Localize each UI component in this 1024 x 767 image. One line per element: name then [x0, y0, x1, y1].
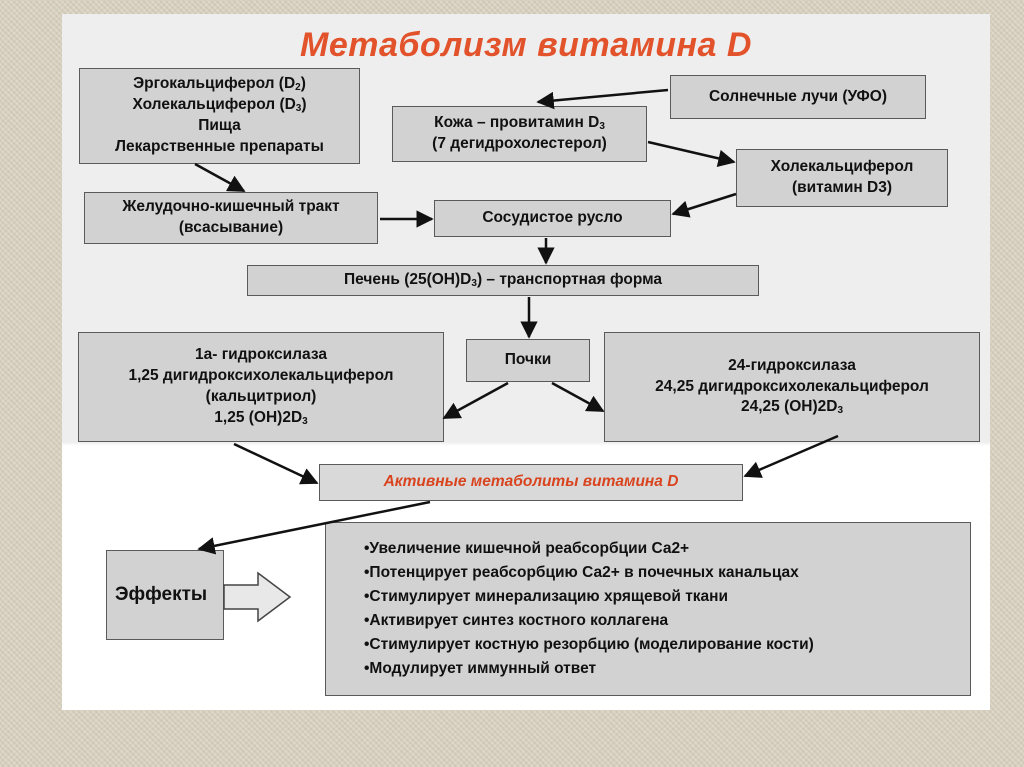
arrow-1a-to-active [233, 442, 319, 485]
gi-tract-box: Желудочно-кишечный тракт (всасывание) [84, 192, 378, 244]
gi-tract-line-name: Желудочно-кишечный тракт [122, 198, 340, 216]
flow-arrows [194, 88, 839, 623]
effect-item-intestinal-reabsorption: •Увеличение кишечной реабсорбции Са2+ [364, 539, 690, 557]
active-metabolites-label: Активные метаболиты витамина D [383, 473, 679, 491]
arrow-sun-to-skin [536, 88, 669, 110]
bloodstream-box: Сосудистое русло [434, 200, 671, 237]
arrow-sources-to-gi [194, 162, 246, 193]
slide: Метаболизм витамина D Эргокальциферол (D… [62, 14, 990, 710]
sources-box: Эргокальциферол (D2) Холекальциферол (D3… [79, 68, 360, 164]
sun-label: Солнечные лучи (УФО) [708, 87, 887, 105]
hydroxylase-24-line-enzyme: 24-гидроксилаза [728, 356, 856, 374]
skin-line-provitamin: Кожа – провитамин D3 [434, 114, 605, 133]
arrow-kidneys-to-24 [551, 381, 605, 413]
gi-tract-line-absorption: (всасывание) [178, 219, 284, 236]
hydroxylase-1a-line-calcitriol: (кальцитриол) [205, 388, 317, 405]
hydroxylase-24-line-compound: 24,25 дигидроксихолекальциферол [655, 377, 929, 395]
effect-item-immune-response: •Модулирует иммунный ответ [364, 660, 597, 678]
hydroxylase-1a-line-enzyme: 1а- гидроксилаза [195, 346, 327, 364]
liver-label: Печень (25(OH)D3) – транспортная форма [344, 271, 662, 290]
arrow-24-to-active [743, 434, 839, 478]
hydroxylase-1a-line-formula: 1,25 (ОН)2D3 [214, 408, 308, 427]
hydroxylase-24-line-formula: 24,25 (ОН)2D3 [740, 398, 844, 417]
kidneys-box: Почки [466, 339, 590, 382]
sources-line-ergocalciferol: Эргокальциферол (D2) [133, 75, 306, 94]
hydroxylase-24-box: 24-гидроксилаза 24,25 дигидроксихолекаль… [604, 332, 980, 442]
active-metabolites-box: Активные метаболиты витамина D [319, 464, 743, 501]
arrow-kidneys-to-1a [442, 381, 509, 420]
kidneys-label: Почки [504, 351, 552, 369]
effect-item-cartilage-mineralization: •Стимулирует минерализацию хрящевой ткан… [364, 587, 729, 605]
cholecalciferol-line-vitamin: (витамин D3) [791, 179, 893, 196]
hydroxylase-1a-box: 1а- гидроксилаза 1,25 дигидроксихолекаль… [78, 332, 444, 442]
arrow-active-to-effects [197, 500, 431, 555]
arrow-skin-to-cholecalciferol [647, 140, 736, 167]
sources-line-drugs: Лекарственные препараты [115, 137, 324, 155]
block-arrow-effects-to-list [223, 571, 292, 623]
arrow-cholecalciferol-to-bloodstream [671, 192, 737, 218]
bloodstream-label: Сосудистое русло [482, 209, 623, 227]
effect-item-renal-reabsorption: •Потенцирует реабсорбцию Са2+ в почечных… [364, 563, 799, 581]
effects-label: Эффекты [115, 584, 208, 606]
cholecalciferol-box: Холекальциферол (витамин D3) [736, 149, 948, 207]
sources-line-food: Пища [198, 117, 241, 134]
sun-box: Солнечные лучи (УФО) [670, 75, 926, 119]
effect-item-bone-resorption: •Стимулирует костную резорбцию (моделиро… [364, 636, 814, 654]
hydroxylase-1a-line-compound: 1,25 дигидроксихолекальциферол [128, 367, 394, 385]
page-title: Метаболизм витамина D [300, 26, 752, 64]
skin-line-dehydrocholesterol: (7 дегидрохолестерол) [432, 135, 607, 152]
effects-list-box: •Увеличение кишечной реабсорбции Са2+ •П… [325, 522, 971, 696]
cholecalciferol-line-name: Холекальциферол [770, 158, 914, 176]
sources-line-cholecalciferol: Холекальциферол (D3) [132, 96, 307, 115]
skin-box: Кожа – провитамин D3 (7 дегидрохолестеро… [392, 106, 647, 162]
effect-item-collagen-synthesis: •Активирует синтез костного коллагена [364, 612, 669, 629]
liver-box: Печень (25(OH)D3) – транспортная форма [247, 265, 759, 296]
effects-box: Эффекты [106, 550, 224, 640]
